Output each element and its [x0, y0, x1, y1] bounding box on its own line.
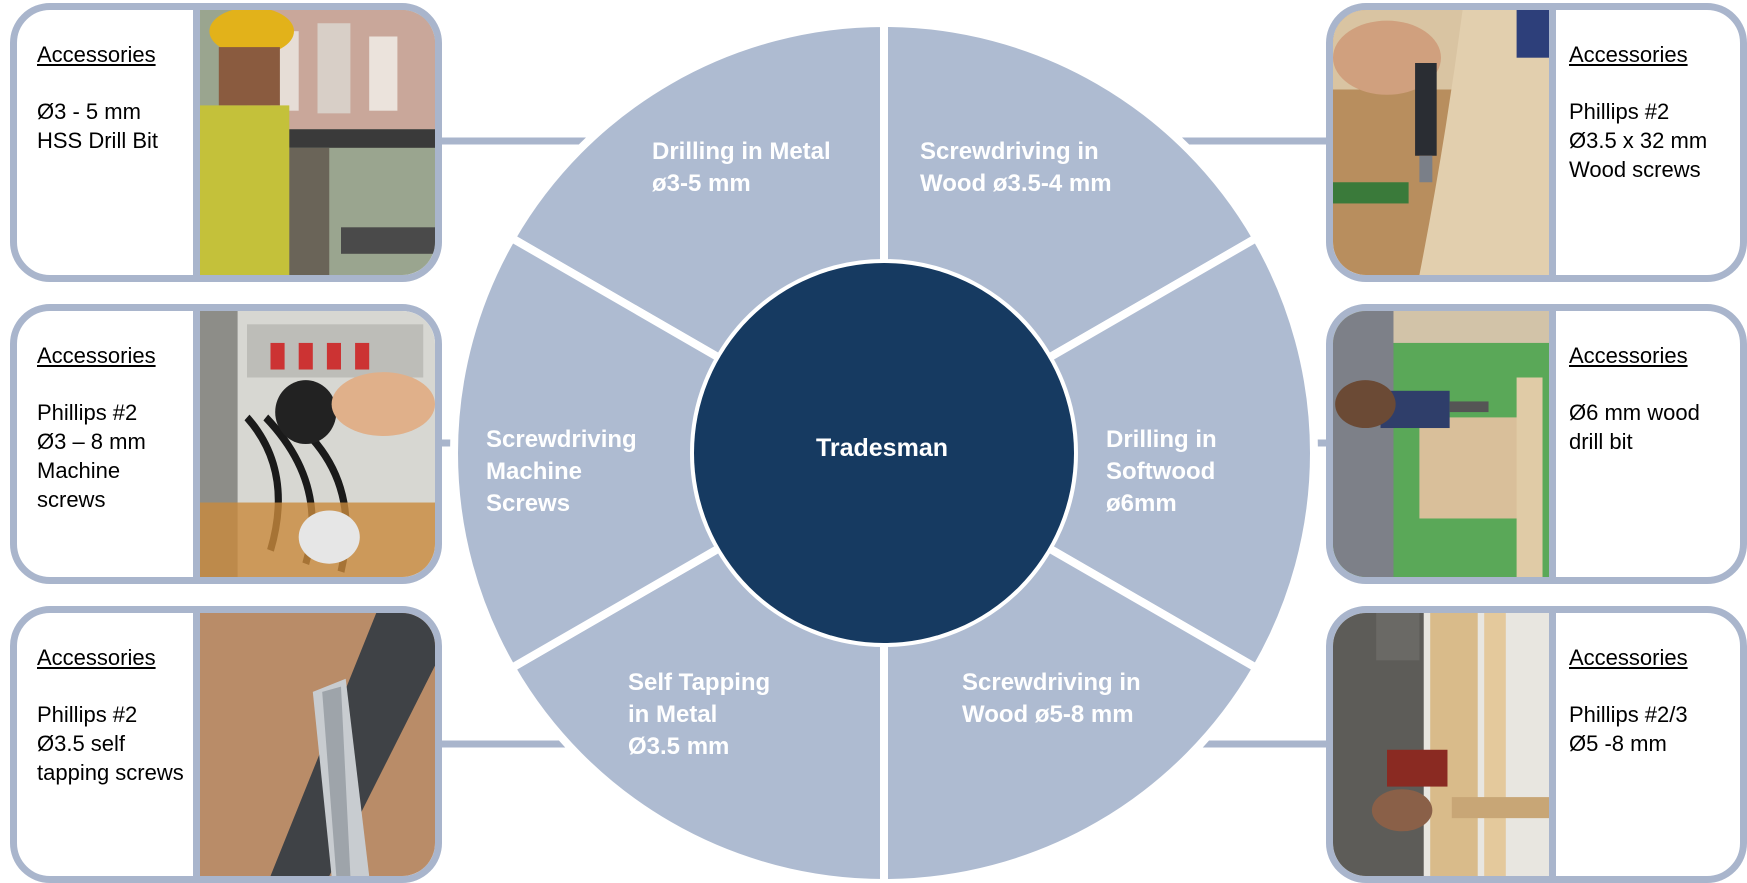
accessory-card-screw-machine: Accessories Phillips #2 Ø3 – 8 mm Machin… [10, 304, 442, 584]
screwdriving-wood-post-photo [1333, 613, 1556, 876]
screwdriving-electrical-cabinet-photo [193, 311, 435, 577]
accessory-card-drill-softwood: Accessories Ø6 mm wood drill bit [1326, 304, 1747, 584]
screwdriving-wood-board-photo [1333, 10, 1556, 275]
accessory-text: Accessories Ø6 mm wood drill bit [1549, 311, 1740, 577]
center-circle [694, 263, 1074, 643]
accessory-line: HSS Drill Bit [37, 128, 159, 153]
accessory-text: Accessories Phillips #2/3 Ø5 -8 mm [1549, 613, 1740, 876]
accessory-heading: Accessories [1569, 343, 1688, 368]
accessory-line: Wood screws [1569, 157, 1701, 182]
accessory-text: Accessories Phillips #2 Ø3.5 x 32 mm Woo… [1549, 10, 1740, 275]
worker-drilling-window-frame-photo [193, 10, 435, 275]
accessory-line: screws [37, 487, 106, 512]
accessory-card-screw-wood-large: Accessories Phillips #2/3 Ø5 -8 mm [1326, 606, 1747, 883]
accessory-line: Ø3.5 x 32 mm [1569, 128, 1708, 153]
accessory-line: Ø3 - 5 mm [37, 99, 141, 124]
accessory-heading: Accessories [1569, 645, 1688, 670]
accessory-text: Accessories Phillips #2 Ø3.5 self tappin… [17, 613, 193, 876]
accessory-heading: Accessories [37, 42, 156, 67]
accessory-line: Ø6 mm wood [1569, 400, 1700, 425]
accessory-line: Ø5 -8 mm [1569, 731, 1667, 756]
accessory-line: tapping screws [37, 760, 184, 785]
accessory-text: Accessories Phillips #2 Ø3 – 8 mm Machin… [17, 311, 193, 577]
drilling-softwood-frame-photo [1333, 311, 1556, 577]
accessory-card-drill-metal: Accessories Ø3 - 5 mm HSS Drill Bit [10, 3, 442, 282]
accessory-line: Ø3.5 self [37, 731, 126, 756]
accessory-line: Phillips #2 [37, 400, 138, 425]
accessory-line: drill bit [1569, 429, 1633, 454]
accessory-line: Phillips #2 [37, 702, 138, 727]
accessory-line: Phillips #2/3 [1569, 702, 1688, 727]
accessory-text: Accessories Ø3 - 5 mm HSS Drill Bit [17, 10, 193, 275]
center-label: Tradesman [815, 434, 948, 462]
accessory-card-self-tapping: Accessories Phillips #2 Ø3.5 self tappin… [10, 606, 442, 883]
accessory-line: Machine [37, 458, 121, 483]
accessory-heading: Accessories [1569, 42, 1688, 67]
self-tapping-metal-profile-photo [193, 613, 435, 876]
accessory-heading: Accessories [37, 645, 156, 670]
accessory-line: Phillips #2 [1569, 99, 1670, 124]
accessory-card-screw-wood-small: Accessories Phillips #2 Ø3.5 x 32 mm Woo… [1326, 3, 1747, 282]
accessory-heading: Accessories [37, 343, 156, 368]
accessory-line: Ø3 – 8 mm [37, 429, 146, 454]
